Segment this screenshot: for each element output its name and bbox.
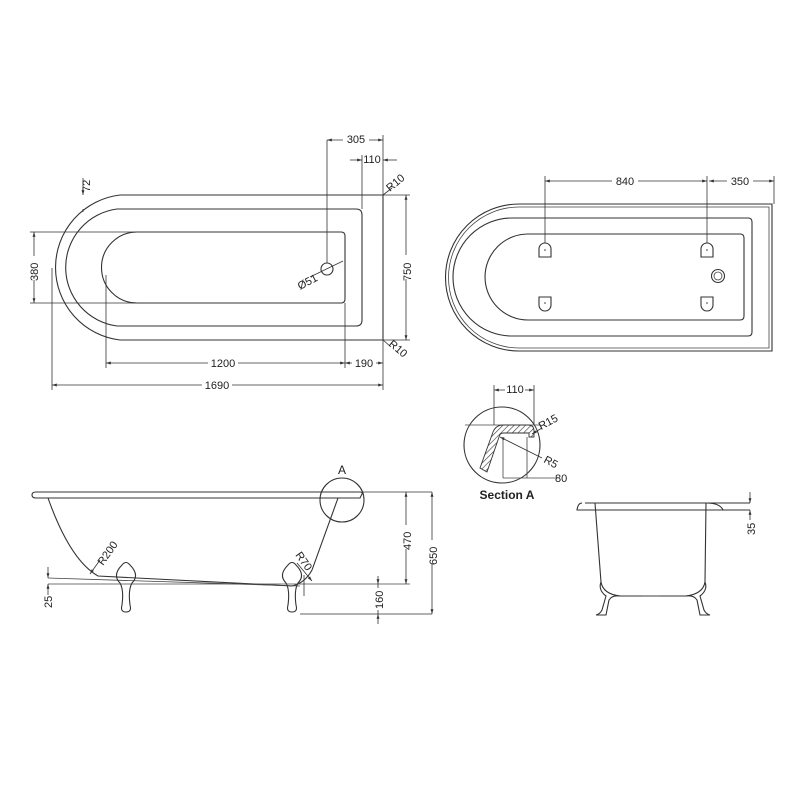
side-view: A R200 R70 470 650 160 25 bbox=[31, 463, 440, 624]
dim-inner-depth: 470 bbox=[402, 532, 414, 550]
claw-foot-icon bbox=[595, 581, 621, 616]
dim-overall-width: 750 bbox=[402, 263, 414, 281]
dim-base-offset: 25 bbox=[43, 596, 55, 608]
dim-waste-offset: 305 bbox=[347, 134, 365, 146]
detail-marker-circle bbox=[319, 477, 365, 523]
dim-overall-height: 650 bbox=[428, 547, 440, 565]
dim-end-offset: 190 bbox=[355, 358, 373, 370]
dim-front-radius: R70 bbox=[293, 550, 314, 573]
claw-foot-icon bbox=[115, 561, 137, 613]
dim-feet-spacing: 840 bbox=[616, 176, 634, 188]
dim-inner-length: 1200 bbox=[211, 358, 235, 370]
dim-feet-height: 160 bbox=[374, 591, 386, 609]
dim-overall-length: 1690 bbox=[205, 380, 229, 392]
section-a-detail: 110 R15 R5 80 Section A bbox=[463, 383, 567, 502]
dim-section-rim-width: 110 bbox=[506, 384, 524, 396]
underside-view: 840 350 bbox=[445, 174, 775, 352]
section-profile bbox=[479, 424, 535, 473]
foot-mount-icon bbox=[700, 296, 714, 312]
dim-end-radius: R200 bbox=[96, 539, 121, 567]
top-view: 305 110 72 R10 380 Ø51 750 R10 bbox=[27, 132, 414, 392]
dim-section-inner-radius: R5 bbox=[542, 454, 560, 471]
section-a-title: Section A bbox=[480, 488, 535, 502]
dim-section-outer-radius: R15 bbox=[537, 413, 560, 433]
foot-mount-icon bbox=[538, 242, 552, 258]
dim-inner-width: 380 bbox=[29, 263, 41, 281]
end-view: 35 bbox=[576, 492, 758, 616]
dim-feet-end-offset: 350 bbox=[731, 176, 749, 188]
dim-rim-width: 72 bbox=[81, 180, 93, 192]
waste-outlet-icon bbox=[710, 268, 726, 284]
foot-mount-icon bbox=[700, 242, 714, 258]
dim-corner-radius-bottom: R10 bbox=[386, 338, 409, 360]
foot-mount-icon bbox=[538, 296, 552, 312]
claw-foot-icon bbox=[685, 581, 711, 616]
dim-section-depth: 80 bbox=[555, 473, 567, 485]
claw-foot-icon bbox=[281, 561, 303, 613]
top-view-outer-outline bbox=[54, 194, 384, 341]
top-view-basin bbox=[101, 231, 346, 304]
dim-rim-depth-end: 110 bbox=[363, 154, 381, 166]
dim-waste-diameter: Ø51 bbox=[296, 272, 320, 292]
detail-marker-label: A bbox=[338, 463, 346, 477]
dim-rim-thickness: 35 bbox=[746, 523, 758, 535]
top-view-rim-inner bbox=[65, 208, 363, 327]
